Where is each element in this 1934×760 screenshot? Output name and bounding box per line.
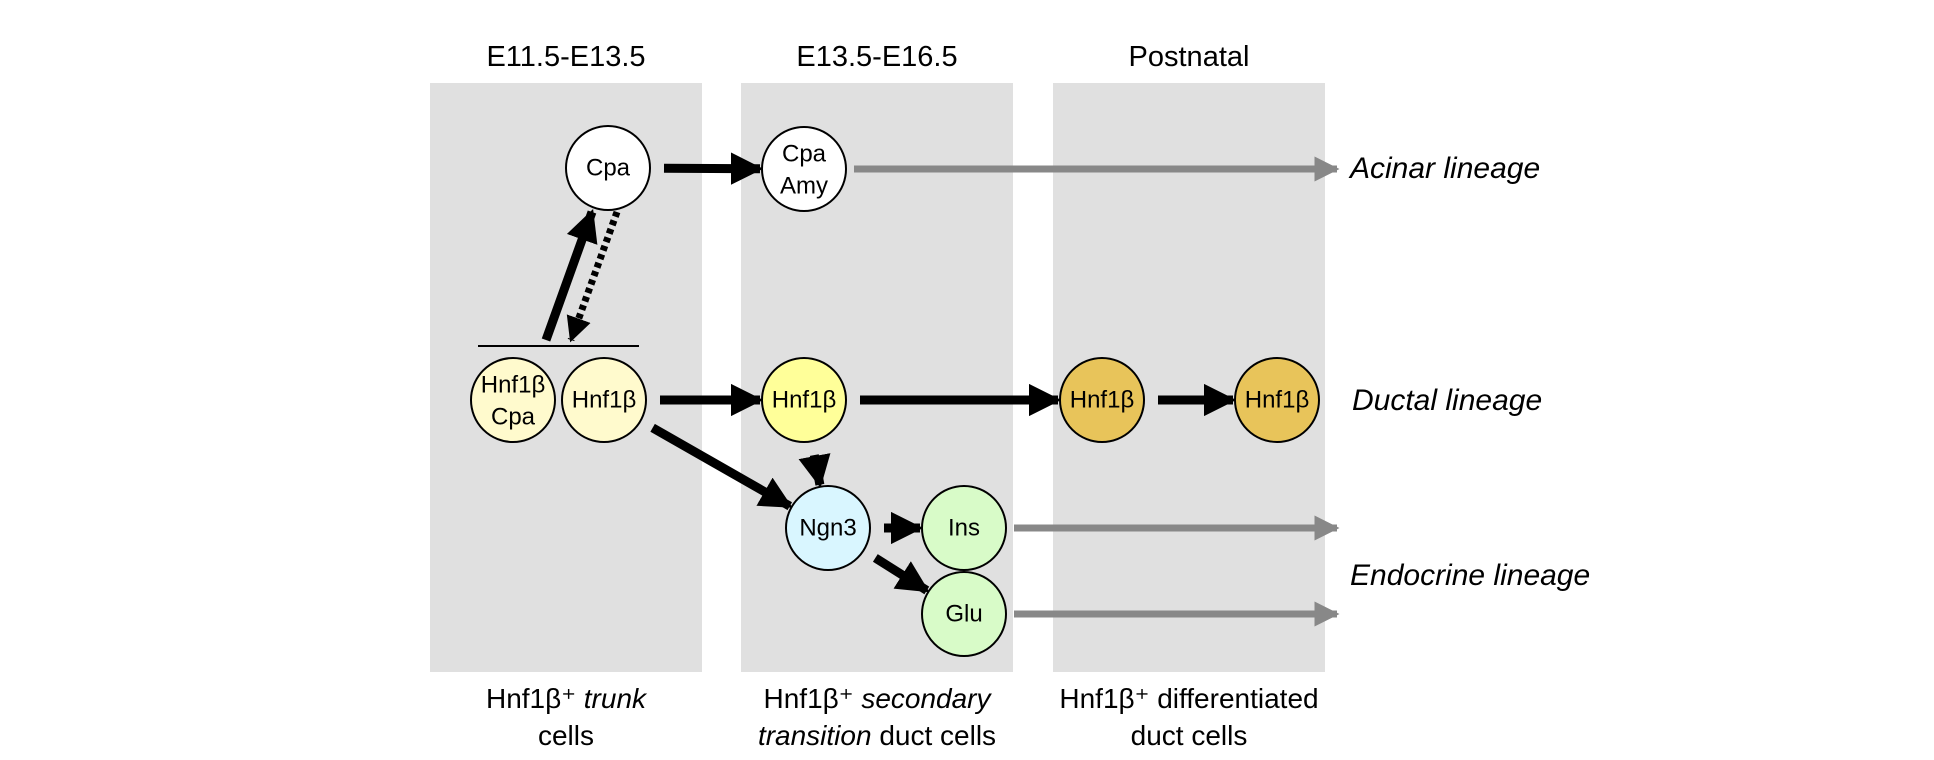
stage-caption-trunk-line1: Hnf1β⁺ trunk: [486, 683, 648, 714]
arrow-trunk_group-to-cpa1: [541, 208, 598, 342]
cell-marker-label: Hnf1β: [572, 387, 637, 414]
stage-caption-secondary-line2: transition duct cells: [758, 720, 996, 751]
cell-circle: [1059, 357, 1145, 443]
cell-node-hnf3a: Hnf1β: [1059, 357, 1145, 443]
cell-circle: [761, 357, 847, 443]
cell-marker-label: Hnf1β: [1070, 387, 1135, 414]
cell-marker-label: Cpa: [491, 404, 536, 431]
cell-marker-label: Amy: [780, 173, 828, 200]
stage-heading-trunk: E11.5-E13.5: [486, 41, 645, 73]
stage-caption-trunk-line2: cells: [538, 720, 594, 751]
cell-marker-label: Ngn3: [799, 515, 856, 542]
arrow-cpa1-to-trunk_group: [566, 210, 621, 343]
cell-circle: [565, 125, 651, 211]
lineage-label-endocrine: Endocrine lineage: [1350, 559, 1590, 592]
stage-heading-postnatal: Postnatal: [1129, 41, 1250, 73]
cell-circle: [470, 357, 556, 443]
cell-node-hnf3b: Hnf1β: [1234, 357, 1320, 443]
cell-marker-label: Glu: [945, 601, 982, 628]
stage-heading-secondary: E13.5-E16.5: [796, 41, 957, 73]
cell-marker-label: Cpa: [586, 155, 631, 182]
arrow-hnf2-to-ngn3: [798, 453, 831, 488]
cell-node-hnf1: Hnf1β: [561, 357, 647, 443]
arrow-hnf1-to-ngn3: [650, 423, 793, 511]
stage-caption-postnatal-line2: duct cells: [1131, 720, 1248, 751]
cell-marker-label: Hnf1β: [481, 372, 546, 399]
cell-node-ngn3: Ngn3: [785, 485, 871, 571]
cell-circle: [785, 485, 871, 571]
cell-circle: [761, 126, 847, 212]
cell-node-ins: Ins: [921, 485, 1007, 571]
cell-node-hnf2: Hnf1β: [761, 357, 847, 443]
cell-circle: [561, 357, 647, 443]
stage-caption-postnatal-line1: Hnf1β⁺ differentiated: [1059, 683, 1318, 714]
lineage-label-ductal: Ductal lineage: [1352, 384, 1542, 417]
lineage-label-acinar: Acinar lineage: [1348, 152, 1540, 185]
cell-circle: [1234, 357, 1320, 443]
cell-node-glu: Glu: [921, 571, 1007, 657]
cell-marker-label: Hnf1β: [772, 387, 837, 414]
stage-panel-trunk: [430, 83, 702, 672]
cell-circle: [921, 571, 1007, 657]
stage-caption-secondary-line1: Hnf1β⁺ secondary: [764, 683, 993, 714]
cell-marker-label: Cpa: [782, 141, 827, 168]
cell-marker-label: Hnf1β: [1245, 387, 1310, 414]
arrow-ngn3-to-glu: [872, 554, 930, 595]
cell-node-cpa1: Cpa: [565, 125, 651, 211]
cell-circle: [921, 485, 1007, 571]
cell-marker-label: Ins: [948, 515, 980, 542]
